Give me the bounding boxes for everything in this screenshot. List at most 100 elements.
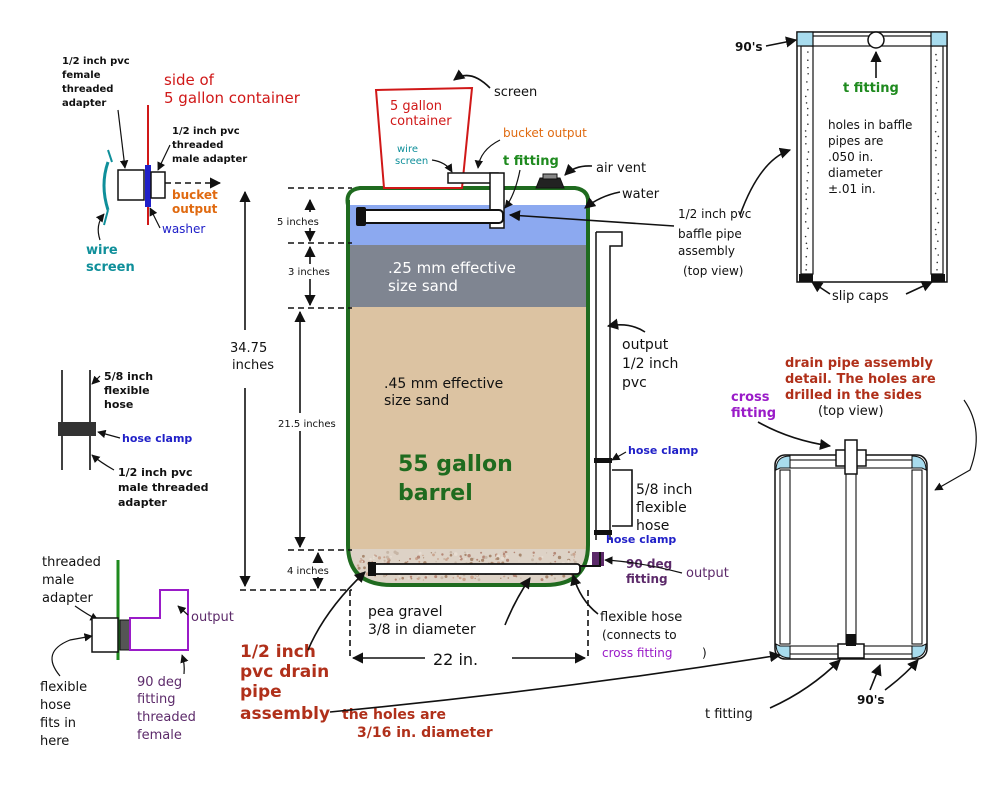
male-threaded-label: 1/2 inch pvc (118, 466, 193, 479)
baffle-pipe-label: 1/2 inch pvc (678, 207, 751, 221)
svg-text:fitting: fitting (137, 692, 176, 707)
svg-text:flexible: flexible (104, 384, 150, 397)
svg-text:baffle pipe: baffle pipe (678, 227, 742, 241)
hose-clamp-left-label: hose clamp (122, 432, 192, 445)
bucket-output-detail: 1/2 inch pvc female threaded adapter sid… (62, 56, 301, 275)
baffle-pipe-top-view (796, 31, 948, 283)
t-fitting-bottom-label: t fitting (705, 707, 753, 722)
drain-holes-label: the holes are (342, 707, 446, 723)
svg-text:pvc drain: pvc drain (240, 662, 329, 682)
ninety-s-top-label: 90's (735, 40, 763, 54)
slip-caps-label: slip caps (832, 289, 889, 304)
bucket-output-pipe (356, 172, 505, 229)
air-vent-label: air vent (596, 161, 646, 176)
bucket-output-detail-label: bucket (172, 188, 218, 202)
baffle-holes (804, 51, 940, 271)
svg-text:pvc: pvc (622, 375, 647, 391)
ninety-s-bottom-label: 90's (857, 693, 885, 707)
svg-text:fitting: fitting (626, 572, 668, 586)
drain-detail-label: drain pipe assembly (785, 356, 934, 371)
svg-text:male: male (42, 573, 74, 588)
svg-text:hose: hose (40, 698, 71, 713)
bucket-output-label: bucket output (503, 126, 587, 140)
ninety-deg-fitting-detail: threaded male adapter output flexible ho… (40, 555, 234, 749)
baffle-holes-label: holes in baffle (828, 118, 912, 132)
svg-text:assembly: assembly (240, 704, 330, 724)
pea-gravel-label: pea gravel (368, 604, 443, 620)
svg-text:fitting: fitting (731, 406, 776, 421)
svg-text:pipe: pipe (240, 682, 282, 702)
svg-text:±.01 in.: ±.01 in. (828, 182, 876, 196)
fine-sand-label: .25 mm effective (388, 259, 516, 277)
svg-text:pipes are: pipes are (828, 134, 883, 148)
cross-fitting-link-label: cross fitting (602, 646, 672, 660)
svg-text:female: female (62, 70, 101, 81)
hose-58-label: 5/8 inch (104, 370, 153, 383)
flex-hose-fits-label: flexible (40, 680, 87, 695)
dim-5-inches: 5 inches (277, 217, 319, 228)
output-pipe-label: output (622, 337, 669, 353)
dim-4-inches: 4 inches (287, 566, 329, 577)
svg-text:male threaded: male threaded (118, 481, 209, 494)
svg-text:here: here (40, 734, 69, 749)
hose-clamp-upper-label: hose clamp (628, 444, 698, 457)
barrel-label: 55 gallon (398, 452, 513, 477)
svg-text:threaded: threaded (62, 84, 113, 95)
svg-text:female: female (137, 728, 182, 743)
side-container-label: side of (164, 71, 215, 89)
svg-text:flexible: flexible (636, 500, 687, 516)
barrel-wall (346, 200, 590, 587)
five-gallon-container: 5 gallon container wire screen (374, 86, 474, 189)
svg-text:5 gallon container: 5 gallon container (164, 89, 301, 107)
svg-text:adapter: adapter (42, 591, 94, 606)
sand-layer (349, 307, 587, 549)
svg-text:3/8 in diameter: 3/8 in diameter (368, 622, 476, 638)
svg-text:diameter: diameter (828, 166, 882, 180)
barrel-lid (345, 186, 591, 206)
drain-pipe (368, 562, 581, 576)
female-adapter-label: 1/2 inch pvc (62, 56, 130, 67)
height-label: 34.75 (230, 341, 267, 356)
t-fitting-label: t fitting (503, 154, 559, 169)
svg-text:(top view): (top view) (683, 264, 743, 278)
svg-text:fits in: fits in (40, 716, 76, 731)
flexible-hose-label: 5/8 inch (636, 482, 692, 498)
svg-text:(connects to: (connects to (602, 628, 677, 642)
width-label: 22 in. (433, 650, 478, 669)
svg-text:detail. The holes are: detail. The holes are (785, 372, 936, 387)
drain-assembly-top-view (774, 439, 928, 660)
svg-text:hose: hose (104, 398, 133, 411)
wire-screen-detail-label: wire (86, 243, 118, 258)
svg-text:inches: inches (232, 358, 274, 373)
svg-text:.050 in.: .050 in. (828, 150, 873, 164)
hose-clamp-detail: 5/8 inch flexible hose hose clamp 1/2 in… (58, 370, 209, 509)
dim-21-5-inches: 21.5 inches (278, 419, 336, 430)
svg-text:adapter: adapter (62, 98, 106, 109)
svg-text:assembly: assembly (678, 244, 735, 258)
screen-label: screen (494, 85, 537, 100)
svg-text:barrel: barrel (398, 481, 473, 506)
air-vent (535, 173, 565, 189)
output-small-label: output (686, 566, 729, 581)
svg-text:3/16 in. diameter: 3/16 in. diameter (357, 725, 493, 741)
svg-text:screen: screen (86, 260, 135, 275)
hose-clamp-lower-label: hose clamp (606, 533, 676, 546)
washer-label: washer (162, 222, 205, 236)
svg-text:size sand: size sand (388, 277, 458, 295)
barrel (345, 186, 591, 587)
wire-screen-label: wire (397, 144, 418, 155)
fine-sand-layer (349, 245, 587, 307)
cross-fitting-label: cross (731, 390, 770, 405)
layer-dimensions (240, 187, 352, 591)
svg-text:adapter: adapter (118, 496, 167, 509)
output-bl-label: output (191, 610, 234, 625)
svg-text:threaded: threaded (172, 140, 223, 151)
svg-text:threaded: threaded (137, 710, 196, 725)
svg-text:): ) (702, 646, 707, 660)
svg-text:drilled in the sides: drilled in the sides (785, 388, 922, 403)
water-label: water (622, 187, 660, 202)
dim-3-inches: 3 inches (288, 267, 330, 278)
flexible-hose-bottom-label: flexible hose (600, 610, 682, 625)
